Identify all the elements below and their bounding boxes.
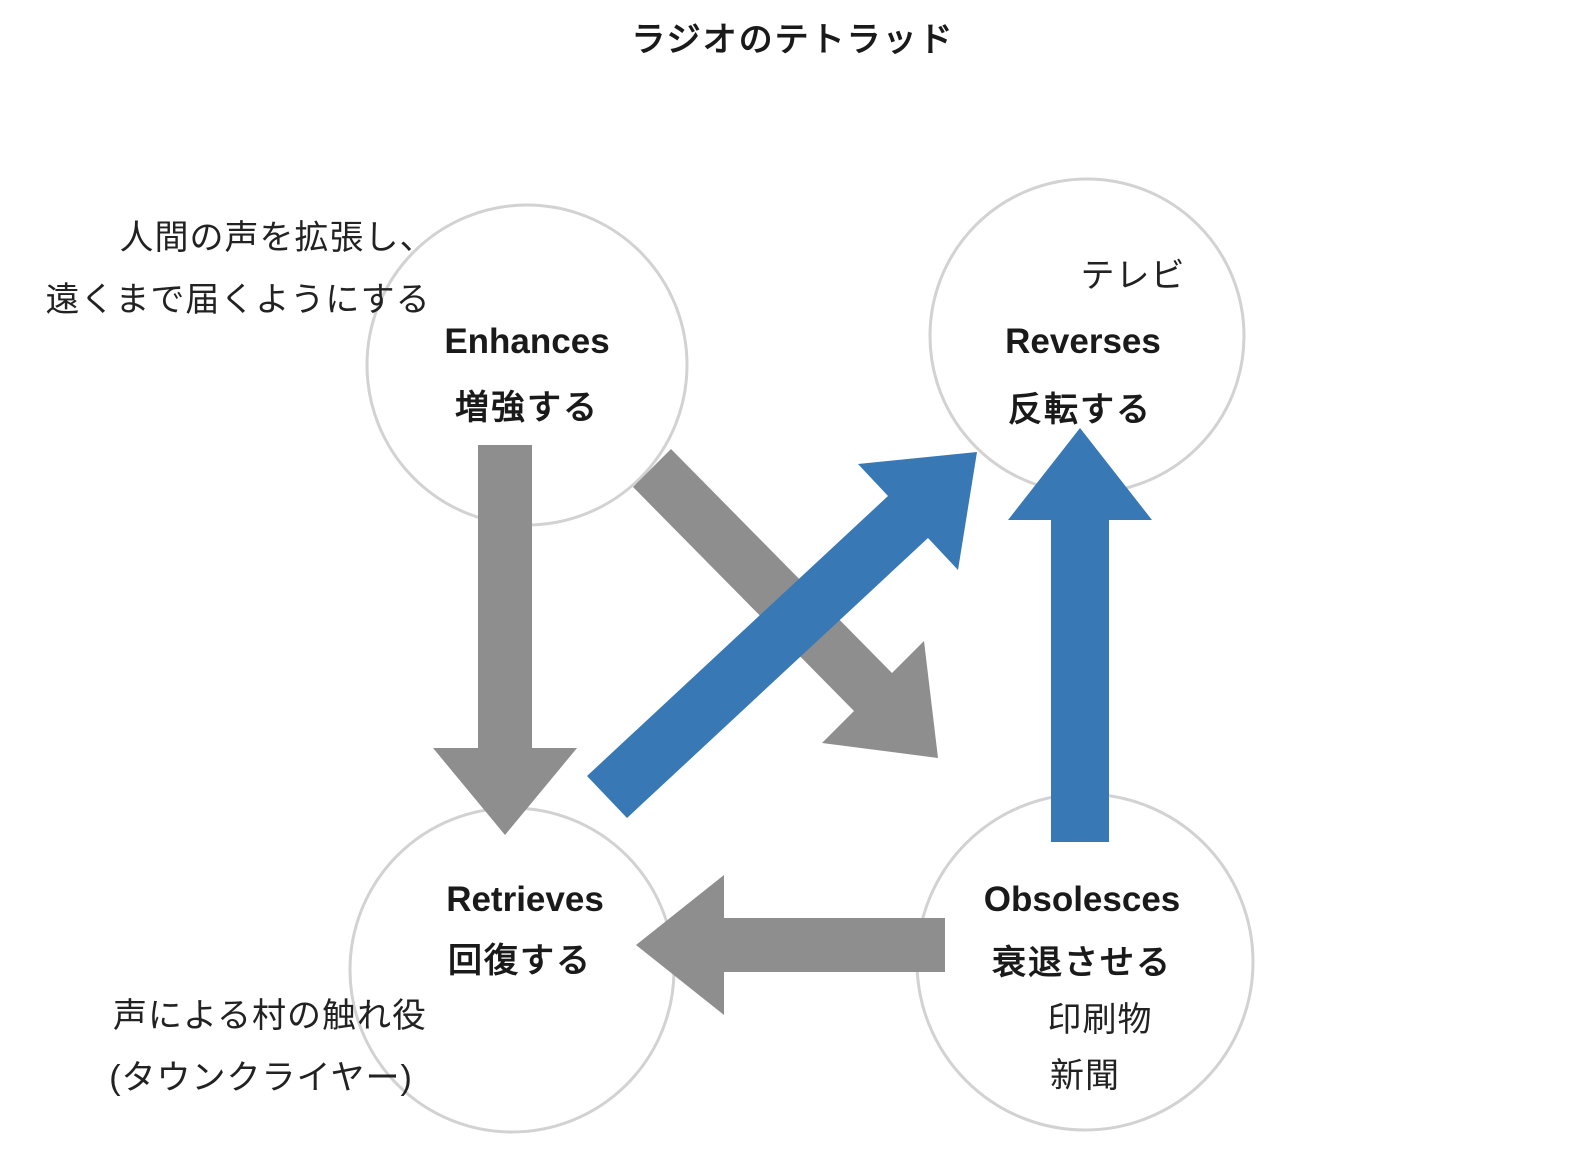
label-obsolesces-example1: 印刷物 <box>1047 1001 1153 1039</box>
annotation-retrieves-line2: (タウンクライヤー) <box>109 1059 413 1097</box>
label-reverses-ja: 反転する <box>1008 391 1152 429</box>
label-retrieves-en: Retrieves <box>446 880 604 919</box>
arrow-enhances-to-retrieves <box>433 445 577 835</box>
arrow-obsolesces-to-retrieves <box>636 875 945 1015</box>
label-enhances-en: Enhances <box>444 322 610 361</box>
label-enhances-ja: 増強する <box>455 389 599 427</box>
label-obsolesces-ja: 衰退させる <box>992 944 1172 982</box>
arrow-retrieves-to-reverses <box>587 452 977 818</box>
label-retrieves-ja: 回復する <box>448 942 592 980</box>
label-reverses-en: Reverses <box>1005 322 1161 361</box>
label-reverses-example: テレビ <box>1080 257 1186 295</box>
annotation-enhances-line1: 人間の声を拡張し、 <box>119 219 435 257</box>
annotation-enhances-line2: 遠くまで届くようにする <box>45 281 431 319</box>
label-obsolesces-en: Obsolesces <box>983 880 1181 919</box>
diagram-title: ラジオのテトラッド <box>631 21 955 59</box>
annotation-retrieves-line1: 声による村の触れ役 <box>113 997 427 1035</box>
arrow-obsolesces-to-reverses <box>1008 428 1152 842</box>
label-obsolesces-example2: 新聞 <box>1050 1057 1120 1095</box>
